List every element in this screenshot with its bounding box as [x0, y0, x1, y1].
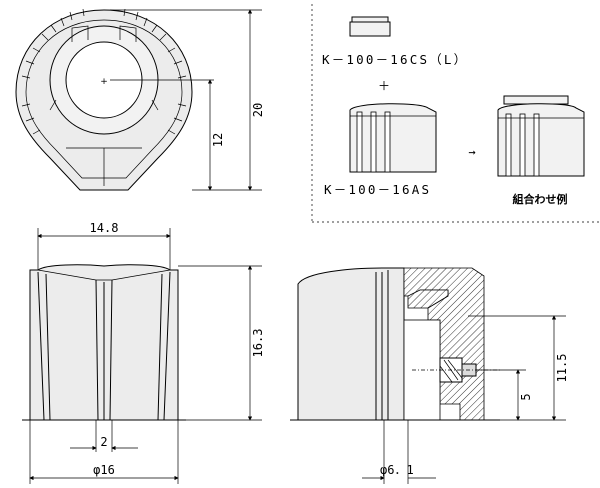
dim-height-16-3: 16.3: [251, 329, 265, 358]
combined-part: [497, 95, 585, 177]
top-view-dimensions: 20 12: [110, 9, 265, 191]
section-view: [290, 267, 500, 421]
section-ribs: [375, 270, 389, 420]
center-mark: +: [100, 77, 108, 87]
dim-rib-2: 2: [100, 435, 107, 449]
dim-height-20: 20: [251, 103, 265, 117]
dim-diameter-16: φ16: [93, 463, 115, 477]
cap-part-label: K－100－16CS（L）: [322, 52, 468, 67]
front-view-dimensions: 14.8 16.3 2 φ16: [29, 221, 265, 484]
dim-width-14-8: 14.8: [90, 221, 119, 235]
knob-part-label: K－100－16AS: [324, 182, 431, 197]
section-view-dimensions: 11.5 5 φ6．1: [362, 315, 569, 484]
combine-arrow: →: [468, 145, 475, 159]
dim-overall-11-5: 11.5: [555, 354, 569, 383]
dim-screw-5: 5: [519, 393, 533, 400]
top-view: +: [15, 8, 214, 191]
plus-sign: ＋: [378, 79, 390, 93]
parts-box: K－100－16CS（L） ＋ K－100－16AS → 組合わせ例: [311, 4, 600, 223]
dim-center-12: 12: [211, 133, 225, 147]
front-ribs: [37, 271, 171, 421]
knob-part: [349, 103, 437, 173]
front-view: [22, 264, 186, 421]
combined-example-label: 組合わせ例: [513, 192, 568, 206]
dim-shaft-6-1: φ6．1: [380, 463, 414, 477]
cap-part: [349, 16, 391, 37]
